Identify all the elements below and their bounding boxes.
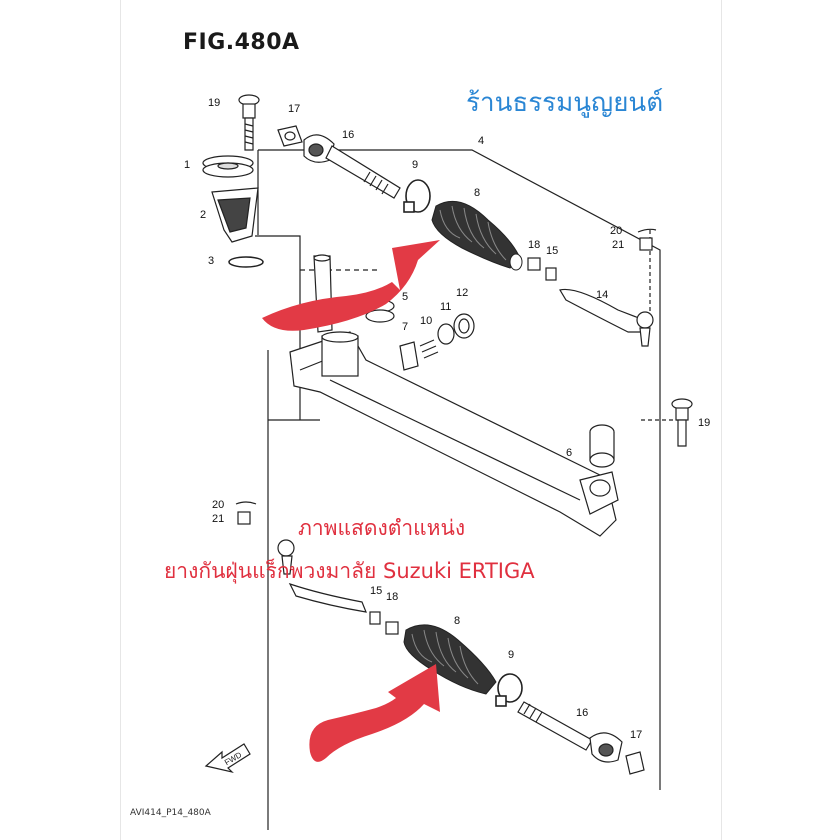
- caption-line-2: ยางกันฝุ่นแร็กพวงมาลัย Suzuki ERTIGA: [164, 559, 535, 583]
- part-number-1: 1: [184, 159, 190, 171]
- spring-10: [419, 339, 439, 359]
- part-number-17-bottom: 17: [630, 729, 642, 741]
- bolt-19-right: [671, 398, 693, 447]
- highlight-arrow-bottom: [309, 664, 440, 762]
- part-number-6: 6: [566, 447, 572, 459]
- part-number-7: 7: [402, 321, 408, 333]
- shop-name: ร้านธรรมนูญยนต์: [466, 88, 664, 118]
- washer-17-top: [277, 125, 303, 147]
- part-number-4: 4: [478, 135, 484, 147]
- part-number-16-bottom: 16: [576, 707, 588, 719]
- castle-nut-21-bottom: [237, 511, 251, 525]
- tie-rod-end-14-bottom: [277, 539, 367, 613]
- part-number-9: 9: [412, 159, 418, 171]
- part-number-16: 16: [342, 129, 354, 141]
- caption-line-1: ภาพแสดงตำแหน่ง: [298, 516, 466, 540]
- highlight-arrow-top: [262, 240, 440, 331]
- rack-housing: [289, 331, 619, 537]
- washer-17-bottom: [625, 751, 645, 775]
- part-number-21: 21: [612, 239, 624, 251]
- tie-rod-16-top: [303, 134, 401, 199]
- part-number-12: 12: [456, 287, 468, 299]
- part-number-21-bottom: 21: [212, 513, 224, 525]
- part-number-8-bottom: 8: [454, 615, 460, 627]
- yoke-11: [437, 323, 455, 345]
- nut-18-top: [527, 257, 541, 271]
- bolt-19-top: [238, 94, 260, 151]
- part-number-10: 10: [420, 315, 432, 327]
- part-number-18: 18: [528, 239, 540, 251]
- part-number-2: 2: [200, 209, 206, 221]
- oring-3: [228, 256, 264, 268]
- part-number-15-bottom: 15: [370, 585, 382, 597]
- part-number-20-bottom: 20: [212, 499, 224, 511]
- cover-2: [211, 187, 259, 243]
- nut-18-bottom: [385, 621, 399, 635]
- figure-code: AVI414_P14_480A: [130, 808, 211, 818]
- part-labels: 19 1 2 3 17 16 4 9 8 20 21 18 15 14 5 12…: [184, 97, 710, 741]
- part-number-8: 8: [474, 187, 480, 199]
- part-number-17: 17: [288, 103, 300, 115]
- fwd-direction-icon: FWD: [204, 743, 251, 774]
- tie-rod-end-14-top: [559, 288, 654, 347]
- castle-nut-21-top: [639, 237, 653, 251]
- part-number-5: 5: [402, 291, 408, 303]
- part-number-20: 20: [610, 225, 622, 237]
- part-number-15: 15: [546, 245, 558, 257]
- nut-15-top: [545, 267, 557, 281]
- part-number-14: 14: [596, 289, 608, 301]
- part-number-11: 11: [440, 301, 451, 313]
- part-number-18-bottom: 18: [386, 591, 398, 603]
- cotter-pin-20-bottom: [235, 501, 257, 505]
- figure-title: FIG.480A: [183, 30, 300, 55]
- part-number-3: 3: [208, 255, 214, 267]
- assembly-frame: [258, 149, 661, 790]
- rack-boot-8-top: [431, 200, 523, 271]
- part-number-9-bottom: 9: [508, 649, 514, 661]
- nut-15-bottom: [369, 611, 381, 625]
- tie-rod-16-bottom: [517, 701, 623, 763]
- locknut-12: [453, 313, 475, 339]
- bushing-1: [202, 155, 254, 178]
- clamp-9-top: [403, 179, 431, 213]
- part-number-19: 19: [208, 97, 220, 109]
- clamp-9-bottom: [495, 673, 523, 707]
- cotter-pin-20-top: [637, 228, 657, 233]
- mount-6: [589, 424, 615, 468]
- part-number-19-right: 19: [698, 417, 710, 429]
- rack-boot-8-bottom: [403, 624, 497, 695]
- plug-7: [399, 341, 419, 371]
